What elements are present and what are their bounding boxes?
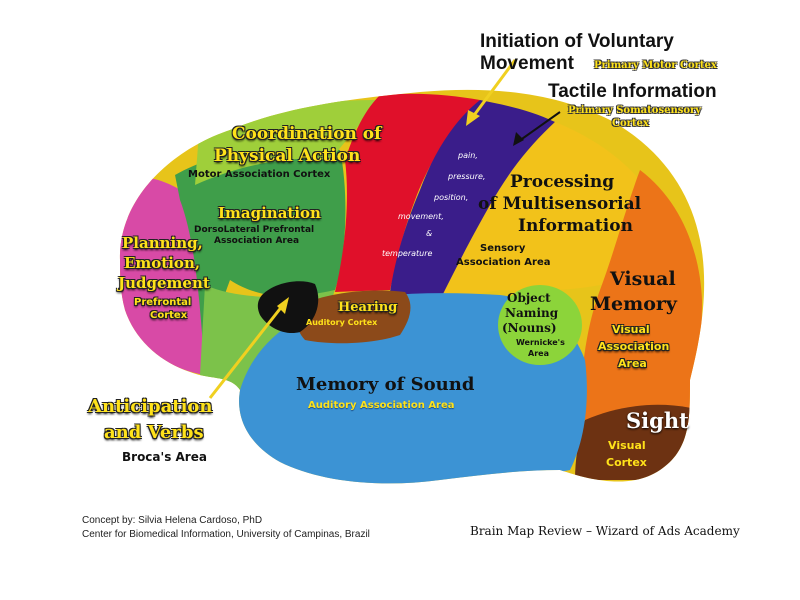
label-movement: Movement <box>480 53 574 74</box>
label-coordination-2: Physical Action <box>214 146 361 166</box>
label-nouns: (Nouns) <box>502 321 557 335</box>
arrow-primary-motor <box>470 59 517 119</box>
label-primary-somatosensory: Primary Somatosensory <box>568 105 702 116</box>
label-auditory-cortex: Auditory Cortex <box>306 318 378 327</box>
label-memory: Memory <box>590 293 677 315</box>
label-prefrontal: Prefrontal <box>134 297 192 308</box>
label-sensory: Sensory <box>480 243 526 254</box>
label-wernickes-area: Area <box>528 349 549 358</box>
label-object: Object <box>507 291 551 305</box>
arrowhead-primary-motor <box>466 110 480 126</box>
label-anticipation: Anticipation <box>88 396 213 417</box>
region-primary-somatosensory-cortex <box>390 100 555 300</box>
credit-concept: Concept by: Silvia Helena Cardoso, PhD <box>82 515 263 526</box>
label-imagination: Imagination <box>218 204 321 222</box>
label-initiation-voluntary: Initiation of Voluntary <box>480 31 674 52</box>
label-information: Information <box>518 216 633 236</box>
label-naming: Naming <box>505 306 559 320</box>
somato-word-pressure: pressure, <box>448 172 486 181</box>
credit-brain-map-review: Brain Map Review – Wizard of Ads Academy <box>470 524 740 538</box>
brain-regions <box>119 89 705 484</box>
region-prefrontal-cortex <box>119 176 205 375</box>
label-visual: Visual <box>610 268 676 290</box>
label-memory-of-sound: Memory of Sound <box>296 374 475 395</box>
label-and-verbs: and Verbs <box>104 422 204 443</box>
arrowhead-broca <box>277 297 289 314</box>
somato-word-and: & <box>426 229 433 238</box>
label-hearing: Hearing <box>338 300 398 315</box>
arrowhead-somatosensory <box>513 132 524 146</box>
credit-center: Center for Biomedical Information, Unive… <box>82 529 370 540</box>
label-dorsolateral-2: Association Area <box>214 236 300 246</box>
label-tactile-information: Tactile Information <box>548 81 717 102</box>
arrow-broca <box>208 304 285 399</box>
label-wernickes: Wernicke's <box>516 338 565 347</box>
region-wernickes-area <box>498 285 582 365</box>
label-sight: Sight <box>626 408 689 433</box>
label-emotion: Emotion, <box>124 254 201 272</box>
label-somatosensory-cortex: Cortex <box>612 118 649 129</box>
somato-word-movement: movement, <box>398 212 444 221</box>
region-auditory-cortex <box>296 290 411 344</box>
label-association: Association <box>598 340 670 353</box>
label-auditory-association-area: Auditory Association Area <box>308 400 455 411</box>
label-processing: Processing <box>510 172 615 192</box>
region-visual-cortex <box>575 404 700 480</box>
somato-word-pain: pain, <box>458 151 478 160</box>
somato-word-position: position, <box>434 193 469 202</box>
region-sensory-association <box>440 122 660 300</box>
label-sight-visual: Visual <box>608 439 646 452</box>
label-primary-motor-cortex: Primary Motor Cortex <box>594 60 717 71</box>
label-multisensorial: of Multisensorial <box>478 194 642 214</box>
arrow-somatosensory <box>518 111 561 142</box>
label-planning: Planning, <box>122 234 203 252</box>
label-dorsolateral-1: DorsoLateral Prefrontal <box>194 225 315 235</box>
label-judgement: Judgement <box>118 274 210 292</box>
label-coordination-1: Coordination of <box>232 124 382 144</box>
label-prefrontal-cortex: Cortex <box>150 310 188 321</box>
label-sight-cortex: Cortex <box>606 456 647 469</box>
label-motor-association-cortex: Motor Association Cortex <box>188 169 331 180</box>
label-visual-sub: Visual <box>612 323 650 336</box>
label-brocas-area: Broca's Area <box>122 450 207 464</box>
region-visual-association <box>580 170 702 430</box>
somato-word-temperature: temperature <box>382 249 433 258</box>
label-sensory-association-area: Association Area <box>456 257 551 268</box>
label-area: Area <box>618 357 647 370</box>
